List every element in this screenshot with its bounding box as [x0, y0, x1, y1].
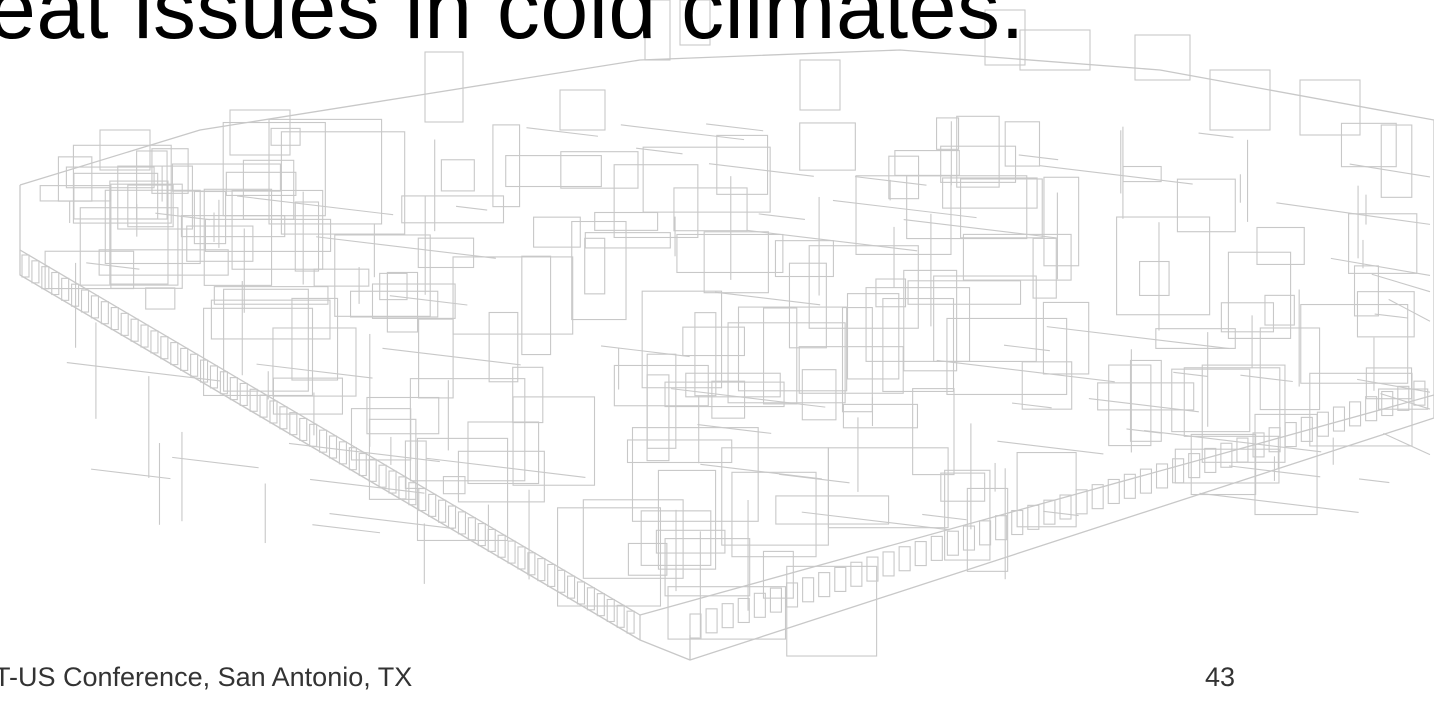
slide-title: eat issues in cold climates.: [0, 0, 1025, 57]
footer-conference-text: T-US Conference, San Antonio, TX: [0, 662, 413, 692]
page-number: 43: [1205, 662, 1236, 692]
